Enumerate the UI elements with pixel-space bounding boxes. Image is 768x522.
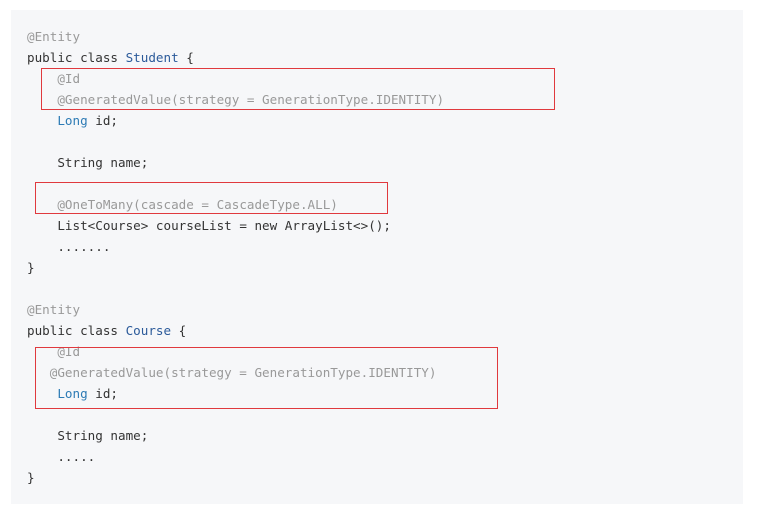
code-line: @GeneratedValue(strategy = GenerationTyp… (27, 362, 437, 383)
code-line: @Entity (27, 299, 80, 320)
code-token-plain: ....... (57, 239, 111, 254)
highlight-box-course-id (35, 347, 498, 409)
code-line: @Id (27, 68, 80, 89)
code-line: @OneToMany(cascade = CascadeType.ALL) (27, 194, 338, 215)
code-token-anno: @Entity (27, 302, 81, 317)
code-line: public class Course { (27, 320, 186, 341)
code-token-plain: id; (87, 386, 119, 401)
code-token-kw: public class (27, 323, 126, 338)
code-line: List<Course> courseList = new ArrayList<… (27, 215, 391, 236)
code-token-anno: @Id (57, 71, 81, 86)
code-token-plain: String name; (57, 155, 149, 170)
code-indent (27, 155, 57, 170)
highlight-box-onetomany (35, 182, 388, 214)
code-token-plain: id; (87, 113, 119, 128)
code-line: ....... (27, 236, 110, 257)
code-token-anno: @GeneratedValue(strategy = GenerationTyp… (57, 92, 445, 107)
code-token-anno: @GeneratedValue(strategy = GenerationTyp… (49, 365, 437, 380)
code-block (11, 10, 743, 504)
code-token-plain: List<Course> courseList = new ArrayList<… (57, 218, 391, 233)
code-token-plain: } (27, 470, 35, 485)
code-line: } (27, 257, 35, 278)
code-token-plain: { (171, 323, 187, 338)
code-line: ..... (27, 446, 95, 467)
code-token-type: Long (57, 386, 88, 401)
code-indent (27, 113, 57, 128)
code-indent (27, 239, 57, 254)
code-line: Long id; (27, 110, 118, 131)
code-indent (27, 449, 57, 464)
code-line: Long id; (27, 383, 118, 404)
code-line: @GeneratedValue(strategy = GenerationTyp… (27, 89, 444, 110)
code-line: } (27, 467, 35, 488)
code-token-plain: ..... (57, 449, 96, 464)
code-indent (27, 428, 57, 443)
code-token-plain: { (178, 50, 194, 65)
code-token-type: Long (57, 113, 88, 128)
code-token-anno: @OneToMany(cascade = CascadeType.ALL) (57, 197, 338, 212)
code-token-plain: } (27, 260, 35, 275)
code-token-anno: @Entity (27, 29, 81, 44)
highlight-box-student-id (41, 68, 555, 110)
code-token-kw: public class (27, 50, 126, 65)
code-token-cls: Student (125, 50, 179, 65)
code-line: public class Student { (27, 47, 194, 68)
code-line: String name; (27, 425, 148, 446)
code-token-plain: String name; (57, 428, 149, 443)
code-token-cls: Course (125, 323, 172, 338)
code-indent (27, 218, 57, 233)
code-line: String name; (27, 152, 148, 173)
code-line: @Entity (27, 26, 80, 47)
